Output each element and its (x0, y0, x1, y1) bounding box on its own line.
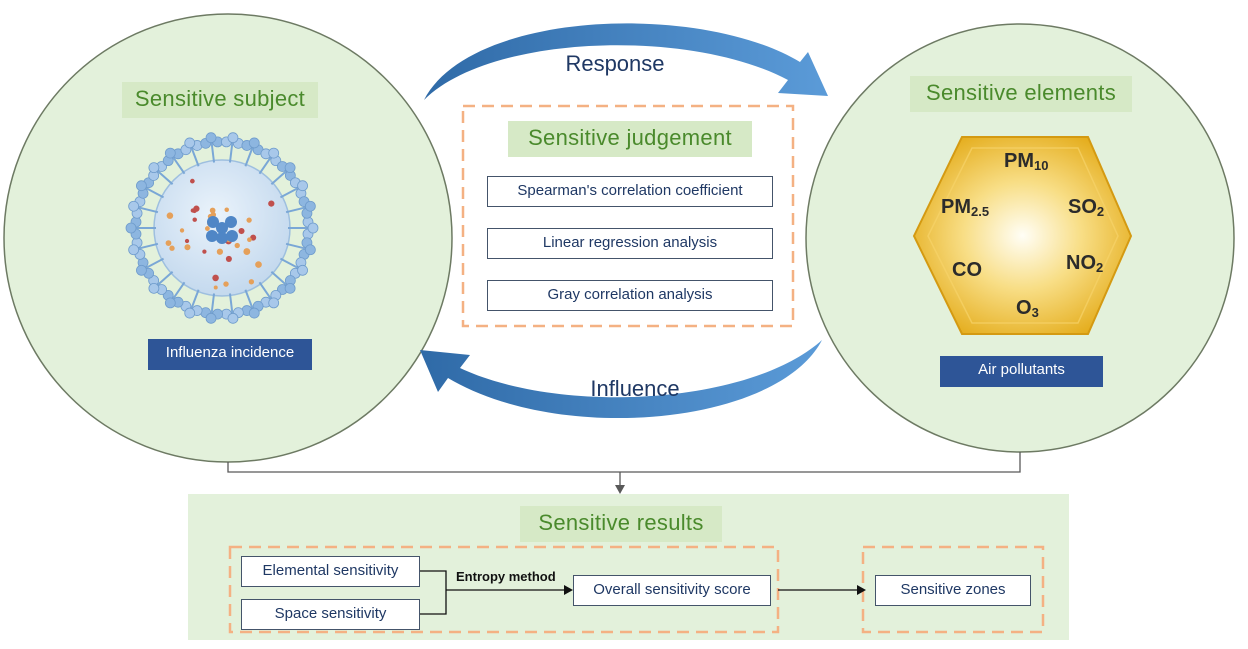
space-sensitivity-box: Space sensitivity (241, 599, 420, 630)
hexagon-inner-bevel (927, 147, 1119, 324)
sensitive-subject-header: Sensitive subject (122, 82, 318, 118)
influence-label: Influence (590, 376, 680, 401)
entropy-method-label: Entropy method (456, 569, 556, 584)
overall-sensitivity-score-box: Overall sensitivity score (573, 575, 771, 606)
judgement-dashed-box (461, 104, 795, 328)
pollutant-so2: SO2 (1068, 196, 1105, 219)
pollutant-pm10: PM10 (1004, 150, 1049, 173)
response-label: Response (565, 51, 665, 76)
method-linear-regression: Linear regression analysis (487, 228, 773, 259)
sensitive-zones-box: Sensitive zones (875, 575, 1031, 606)
pollutant-no2: NO2 (1066, 252, 1104, 275)
pollutant-pm25: PM2.5 (941, 196, 990, 219)
elemental-sensitivity-box: Elemental sensitivity (241, 556, 420, 587)
sensitive-elements-header: Sensitive elements (910, 76, 1132, 112)
connector-lines (227, 452, 1021, 486)
sensitive-judgement-header: Sensitive judgement (508, 121, 752, 157)
influenza-incidence-label: Influenza incidence (148, 339, 312, 370)
pollutant-co: CO (952, 259, 982, 281)
down-arrowhead (615, 485, 625, 494)
sensitivity-bracket (420, 570, 857, 615)
response-arrow (424, 23, 828, 100)
arrow-to-zones (857, 585, 866, 595)
pollutant-hexagon (912, 136, 1133, 335)
method-spearman: Spearman's correlation coefficient (487, 176, 773, 207)
method-gray-correlation: Gray correlation analysis (487, 280, 773, 311)
arrow-to-overall (564, 585, 573, 595)
air-pollutants-label: Air pollutants (940, 356, 1103, 387)
sensitive-results-header: Sensitive results (520, 506, 722, 542)
influence-arrow (420, 340, 822, 419)
pollutant-o3: O3 (1016, 297, 1039, 320)
virus-icon (125, 132, 319, 324)
